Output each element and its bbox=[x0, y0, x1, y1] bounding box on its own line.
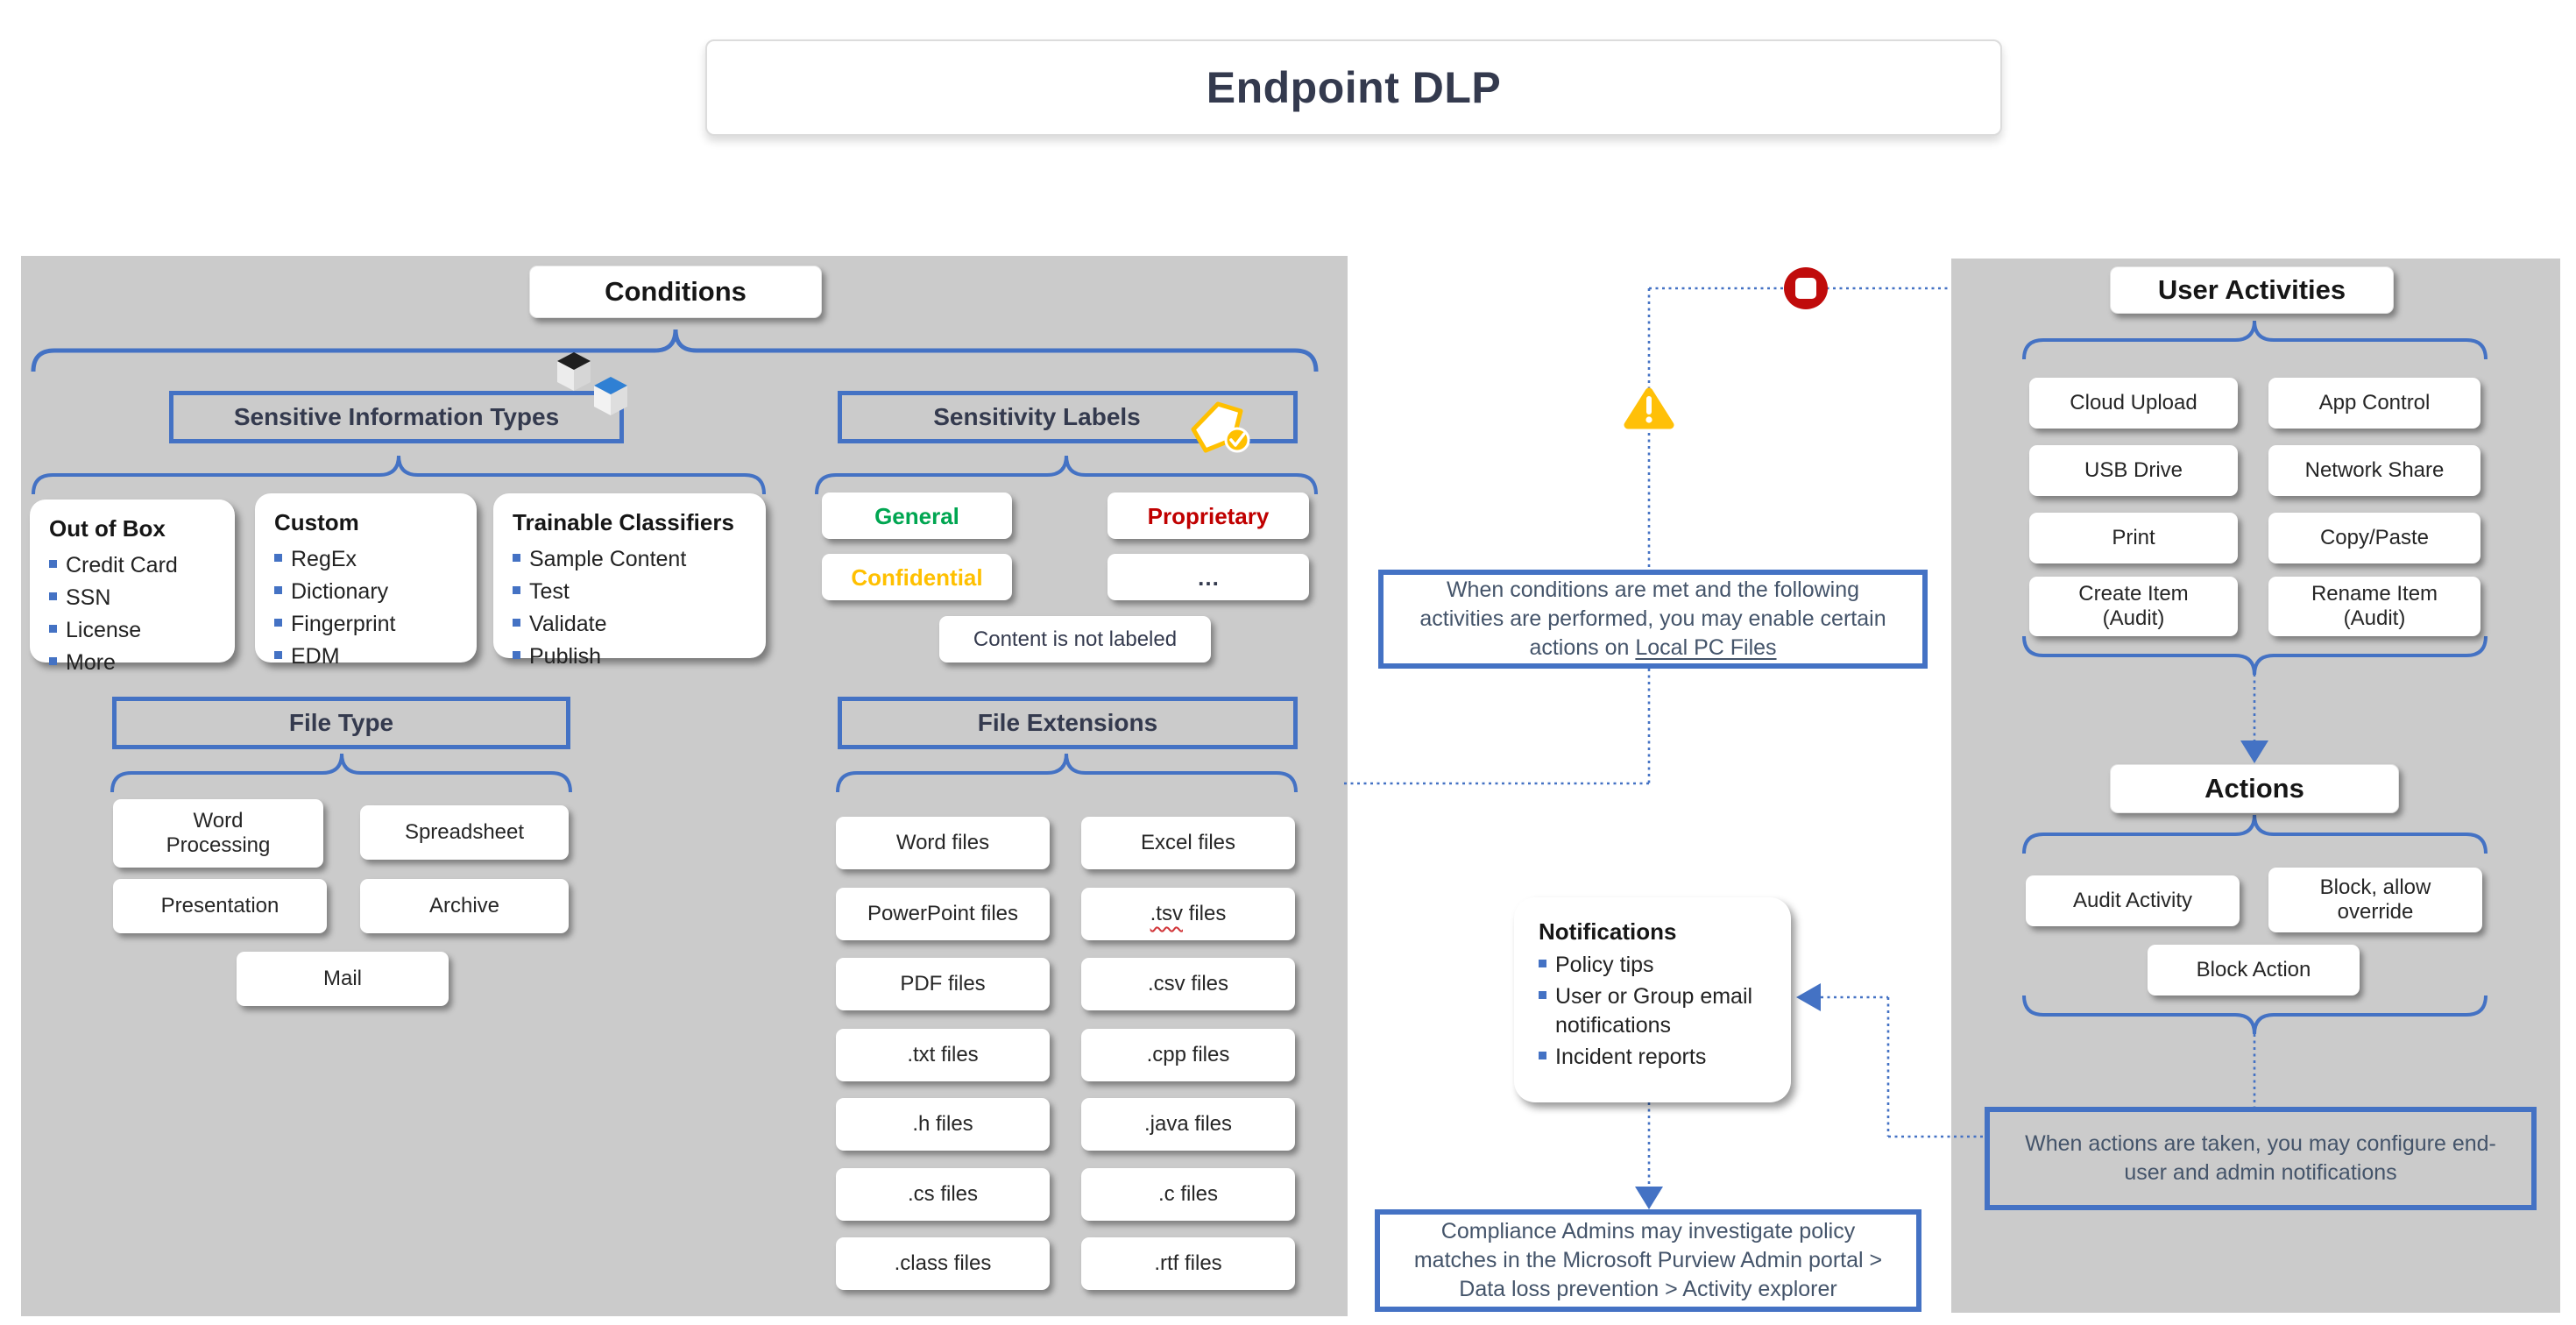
actions-note: When actions are taken, you may configur… bbox=[1985, 1107, 2537, 1210]
bullet-icon bbox=[1539, 991, 1546, 999]
actions-header: Actions bbox=[2110, 764, 2399, 813]
notifications-title: Notifications bbox=[1539, 918, 1677, 945]
list-item: License bbox=[49, 614, 226, 647]
activity-network-share: Network Share bbox=[2268, 445, 2480, 496]
conditions-note: When conditions are met and the followin… bbox=[1378, 570, 1928, 669]
ext-csv-files: .csv files bbox=[1081, 958, 1295, 1010]
user-activities-header: User Activities bbox=[2110, 266, 2394, 314]
list-item: Dictionary bbox=[274, 576, 468, 608]
ext-txt-files: .txt files bbox=[836, 1029, 1050, 1081]
file-type-mail: Mail bbox=[237, 952, 449, 1006]
action-audit-activity: Audit Activity bbox=[2026, 875, 2240, 926]
bullet-icon bbox=[49, 592, 57, 600]
list-item: RegEx bbox=[274, 543, 468, 576]
stop-icon bbox=[1784, 267, 1828, 309]
ext-tsv-files: .tsv files bbox=[1081, 888, 1295, 940]
ext-cs-files: .cs files bbox=[836, 1168, 1050, 1221]
list-item: Test bbox=[513, 576, 757, 608]
bullet-icon bbox=[49, 657, 57, 665]
file-type-word-processing: Word Processing bbox=[113, 799, 323, 868]
list-item: Validate bbox=[513, 608, 757, 641]
conditions-header: Conditions bbox=[529, 266, 822, 318]
file-extensions-header: File Extensions bbox=[838, 697, 1298, 749]
action-block-action: Block Action bbox=[2148, 945, 2360, 996]
file-type-header: File Type bbox=[112, 697, 570, 749]
warning-icon bbox=[1624, 387, 1674, 429]
sensitivity-labels-header-text: Sensitivity Labels bbox=[933, 403, 1141, 430]
activity-copy-paste: Copy/Paste bbox=[2268, 513, 2480, 563]
list-item: More bbox=[49, 647, 226, 679]
bullet-icon bbox=[1539, 1052, 1546, 1059]
custom-title: Custom bbox=[274, 509, 359, 535]
ext-cpp-files: .cpp files bbox=[1081, 1029, 1295, 1081]
list-item: User or Group email notifications bbox=[1539, 982, 1779, 1040]
bullet-icon bbox=[513, 586, 520, 594]
list-item: Incident reports bbox=[1539, 1043, 1779, 1072]
ext-class-files: .class files bbox=[836, 1237, 1050, 1290]
file-type-presentation: Presentation bbox=[113, 879, 327, 933]
sensitivity-labels-header: Sensitivity Labels bbox=[838, 391, 1298, 443]
conditions-note-text: When conditions are met and the followin… bbox=[1419, 577, 1886, 660]
action-block-allow-override: Block, allow override bbox=[2268, 868, 2482, 932]
trainable-classifiers-card: Trainable Classifiers Sample Content Tes… bbox=[493, 493, 766, 669]
ext-java-files: .java files bbox=[1081, 1098, 1295, 1151]
activity-usb-drive: USB Drive bbox=[2029, 445, 2238, 496]
out-of-box-card: Out of Box Credit Card SSN License More bbox=[30, 500, 235, 675]
list-item: Policy tips bbox=[1539, 951, 1779, 980]
notifications-card: Notifications Policy tips User or Group … bbox=[1514, 897, 1791, 1102]
trainable-classifiers-title: Trainable Classifiers bbox=[513, 509, 734, 535]
bullet-icon bbox=[274, 586, 282, 594]
ext-pdf-files: PDF files bbox=[836, 958, 1050, 1010]
out-of-box-title: Out of Box bbox=[49, 515, 166, 542]
bullet-icon bbox=[274, 651, 282, 659]
bullet-icon bbox=[274, 619, 282, 627]
ext-h-files: .h files bbox=[836, 1098, 1050, 1151]
label-unlabeled: Content is not labeled bbox=[939, 616, 1211, 662]
list-item: Credit Card bbox=[49, 549, 226, 582]
activity-cloud-upload: Cloud Upload bbox=[2029, 378, 2238, 429]
activity-app-control: App Control bbox=[2268, 378, 2480, 429]
list-item: EDM bbox=[274, 641, 468, 673]
list-item: Sample Content bbox=[513, 543, 757, 576]
ext-excel-files: Excel files bbox=[1081, 817, 1295, 869]
file-type-spreadsheet: Spreadsheet bbox=[360, 805, 569, 860]
label-confidential: Confidential bbox=[822, 554, 1012, 600]
list-item: Fingerprint bbox=[274, 608, 468, 641]
label-general: General bbox=[822, 492, 1012, 539]
page-title: Endpoint DLP bbox=[705, 39, 2002, 136]
bullet-icon bbox=[274, 554, 282, 562]
actions-note-text: When actions are taken, you may configur… bbox=[2025, 1131, 2496, 1185]
ext-rtf-files: .rtf files bbox=[1081, 1237, 1295, 1290]
page-title-text: Endpoint DLP bbox=[1206, 63, 1502, 112]
ext-word-files: Word files bbox=[836, 817, 1050, 869]
activity-create-item: Create Item (Audit) bbox=[2029, 577, 2238, 636]
label-proprietary: Proprietary bbox=[1108, 492, 1309, 539]
sensitive-info-header-text: Sensitive Information Types bbox=[233, 403, 560, 430]
sensitive-info-header: Sensitive Information Types bbox=[169, 391, 624, 443]
bullet-icon bbox=[513, 651, 520, 659]
ext-powerpoint-files: PowerPoint files bbox=[836, 888, 1050, 940]
custom-card: Custom RegEx Dictionary Fingerprint EDM bbox=[255, 493, 477, 669]
ext-c-files: .c files bbox=[1081, 1168, 1295, 1221]
arrowhead-to-notifications bbox=[1796, 983, 1821, 1011]
list-item: SSN bbox=[49, 582, 226, 614]
local-pc-files-link[interactable]: Local PC Files bbox=[1635, 635, 1777, 660]
bullet-icon bbox=[49, 625, 57, 633]
label-more: … bbox=[1108, 554, 1309, 600]
activity-print: Print bbox=[2029, 513, 2238, 563]
conditions-header-text: Conditions bbox=[605, 276, 747, 307]
file-type-archive: Archive bbox=[360, 879, 569, 933]
bullet-icon bbox=[49, 560, 57, 568]
list-item: Publish bbox=[513, 641, 757, 673]
arrowhead-to-compliance bbox=[1635, 1187, 1663, 1209]
activity-rename-item: Rename Item (Audit) bbox=[2268, 577, 2480, 636]
compliance-note-text: Compliance Admins may investigate policy… bbox=[1413, 1219, 1883, 1301]
bullet-icon bbox=[1539, 960, 1546, 967]
compliance-note: Compliance Admins may investigate policy… bbox=[1375, 1209, 1921, 1312]
bullet-icon bbox=[513, 619, 520, 627]
bullet-icon bbox=[513, 554, 520, 562]
